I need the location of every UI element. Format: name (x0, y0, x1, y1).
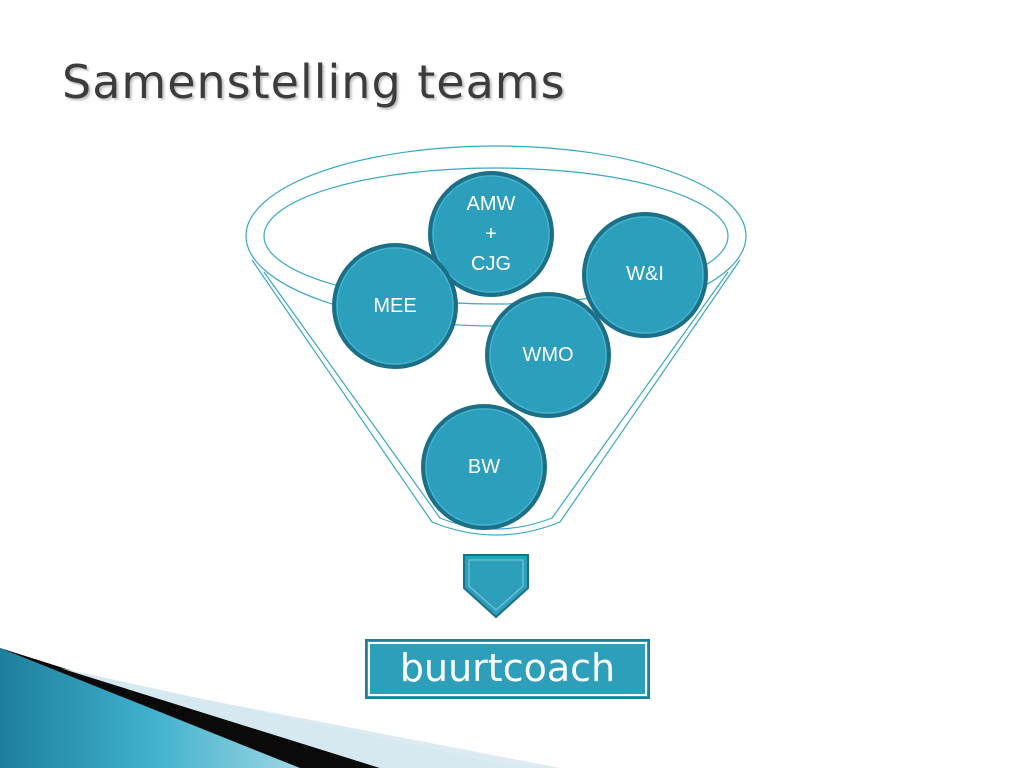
node-bw-label: BW (468, 456, 500, 478)
funnel-shape (245, 145, 747, 536)
node-wmo-label: WMO (522, 344, 573, 366)
node-wi-label: W&I (626, 263, 664, 285)
node-bw: BW (421, 404, 547, 530)
page-title: Samenstelling teams (62, 55, 566, 109)
node-wmo: WMO (485, 292, 611, 418)
node-amw-line-3: CJG (471, 253, 511, 275)
node-mee: MEE (332, 243, 458, 369)
node-wi: W&I (582, 212, 708, 338)
node-amw-cjg: AMW + CJG (428, 171, 554, 297)
result-box: buurtcoach (365, 639, 650, 699)
node-amw-line-1: AMW (467, 193, 516, 215)
node-mee-label: MEE (373, 295, 416, 317)
node-amw-line-2: + (485, 223, 497, 245)
down-arrow-icon (463, 554, 529, 619)
